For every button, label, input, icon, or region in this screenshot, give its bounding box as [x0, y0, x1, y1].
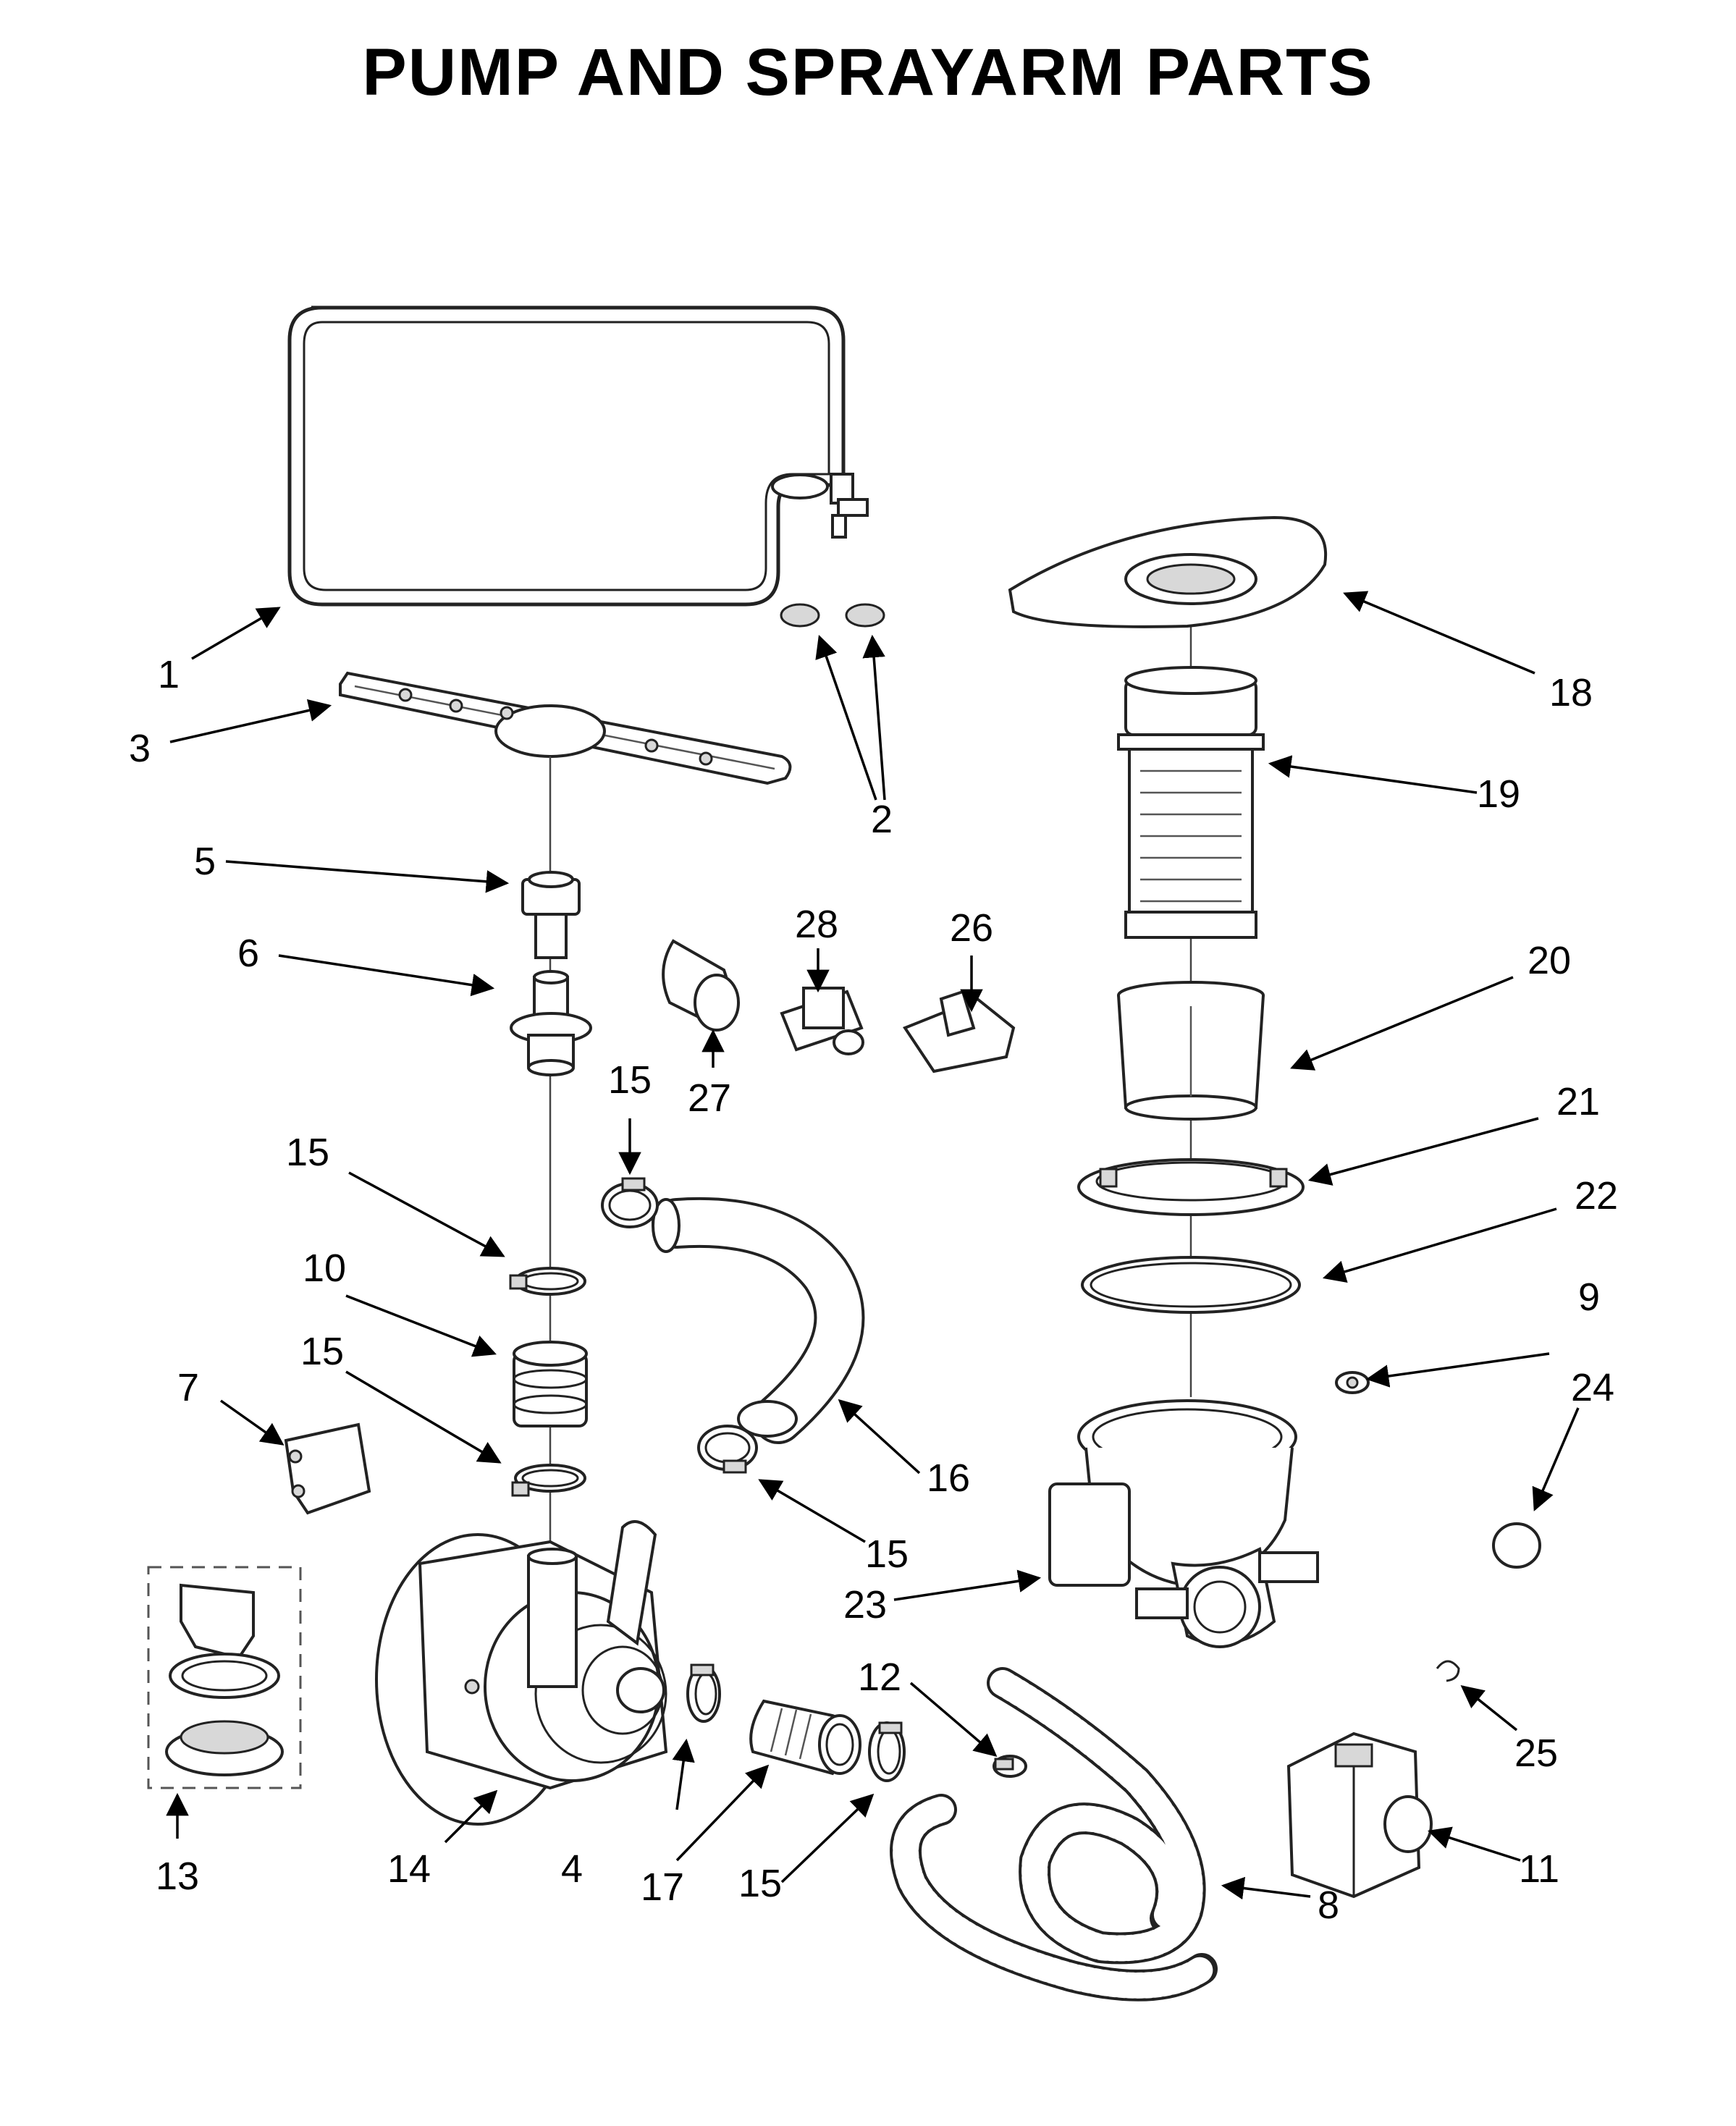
- callout-22: 22: [1575, 1174, 1618, 1218]
- diverter-part: [902, 990, 1016, 1073]
- callout-15-e: 15: [738, 1862, 782, 1905]
- callout-15-b: 15: [286, 1131, 329, 1174]
- hose-coupler-part: [662, 939, 740, 1032]
- callout-26: 26: [950, 906, 993, 950]
- hose-clamp-part: [509, 1267, 586, 1296]
- callout-21: 21: [1556, 1080, 1600, 1123]
- callout-24: 24: [1571, 1366, 1614, 1409]
- callout-8: 8: [1318, 1884, 1339, 1927]
- bracket-part: [284, 1422, 371, 1515]
- retaining-clip-part: [1436, 1660, 1460, 1682]
- callout-5: 5: [194, 840, 216, 883]
- callout-2: 2: [871, 798, 893, 841]
- heater-assembly-part: [147, 1566, 302, 1789]
- filter-gasket-part: [1008, 515, 1328, 628]
- callout-3: 3: [129, 727, 151, 770]
- hose-clamp-part: [868, 1721, 906, 1782]
- leader-lines: [166, 591, 1580, 1900]
- page-title: PUMP AND SPRAYARM PARTS: [362, 35, 1374, 109]
- callout-14: 14: [387, 1847, 431, 1891]
- manifold-part: [510, 970, 592, 1076]
- callout-labels: 1 2 3 4 5 6 7 8 9 10 11 12 13 14 15 15 1…: [129, 653, 1618, 1927]
- sump-seal-part: [1081, 1256, 1301, 1314]
- callout-18: 18: [1549, 671, 1593, 714]
- callout-17: 17: [641, 1865, 684, 1909]
- hose-clamp-part: [601, 1177, 659, 1228]
- circulation-hose-part: [652, 1197, 865, 1444]
- hose-clamp-part: [511, 1464, 586, 1497]
- sump-assembly-part: [1048, 1399, 1319, 1648]
- spray-tube-part: [287, 305, 869, 607]
- callout-28: 28: [795, 903, 838, 946]
- callout-10: 10: [303, 1247, 346, 1290]
- drain-pump-part: [1286, 1731, 1433, 1899]
- callout-27: 27: [688, 1076, 731, 1120]
- hose-clamp-part: [697, 1425, 758, 1474]
- small-clamp-part: [993, 1755, 1027, 1778]
- spray-arm-part: [339, 671, 792, 785]
- pump-motor-part: [375, 1520, 668, 1826]
- hose-clamp-part: [686, 1663, 721, 1723]
- callout-9: 9: [1578, 1275, 1600, 1319]
- callout-13: 13: [156, 1855, 199, 1898]
- callout-11: 11: [1519, 1847, 1559, 1891]
- drain-hose-part: [890, 1667, 1218, 2001]
- callout-6: 6: [237, 932, 259, 975]
- callout-19: 19: [1477, 772, 1520, 816]
- callout-15-c: 15: [300, 1330, 344, 1373]
- check-valve-part: [1492, 1522, 1541, 1569]
- pump-hose-part: [749, 1699, 861, 1776]
- callout-4: 4: [561, 1847, 583, 1891]
- upper-filter-part: [1117, 666, 1265, 939]
- valve-part: [780, 987, 864, 1055]
- callout-16: 16: [927, 1456, 970, 1500]
- cap-part: [780, 603, 885, 628]
- callout-20: 20: [1528, 939, 1571, 982]
- sensor-part: [1335, 1371, 1370, 1394]
- callout-7: 7: [177, 1366, 199, 1409]
- callout-1: 1: [158, 653, 180, 696]
- callout-15-d: 15: [865, 1532, 909, 1576]
- coupling-part: [513, 1341, 588, 1427]
- callout-15-a: 15: [608, 1058, 652, 1102]
- filter-ring-part: [1077, 1158, 1305, 1216]
- callout-25: 25: [1514, 1731, 1558, 1775]
- callout-12: 12: [858, 1655, 901, 1699]
- callout-23: 23: [843, 1583, 887, 1627]
- spray-arm-mount-part: [521, 871, 581, 959]
- fine-filter-part: [1117, 981, 1265, 1121]
